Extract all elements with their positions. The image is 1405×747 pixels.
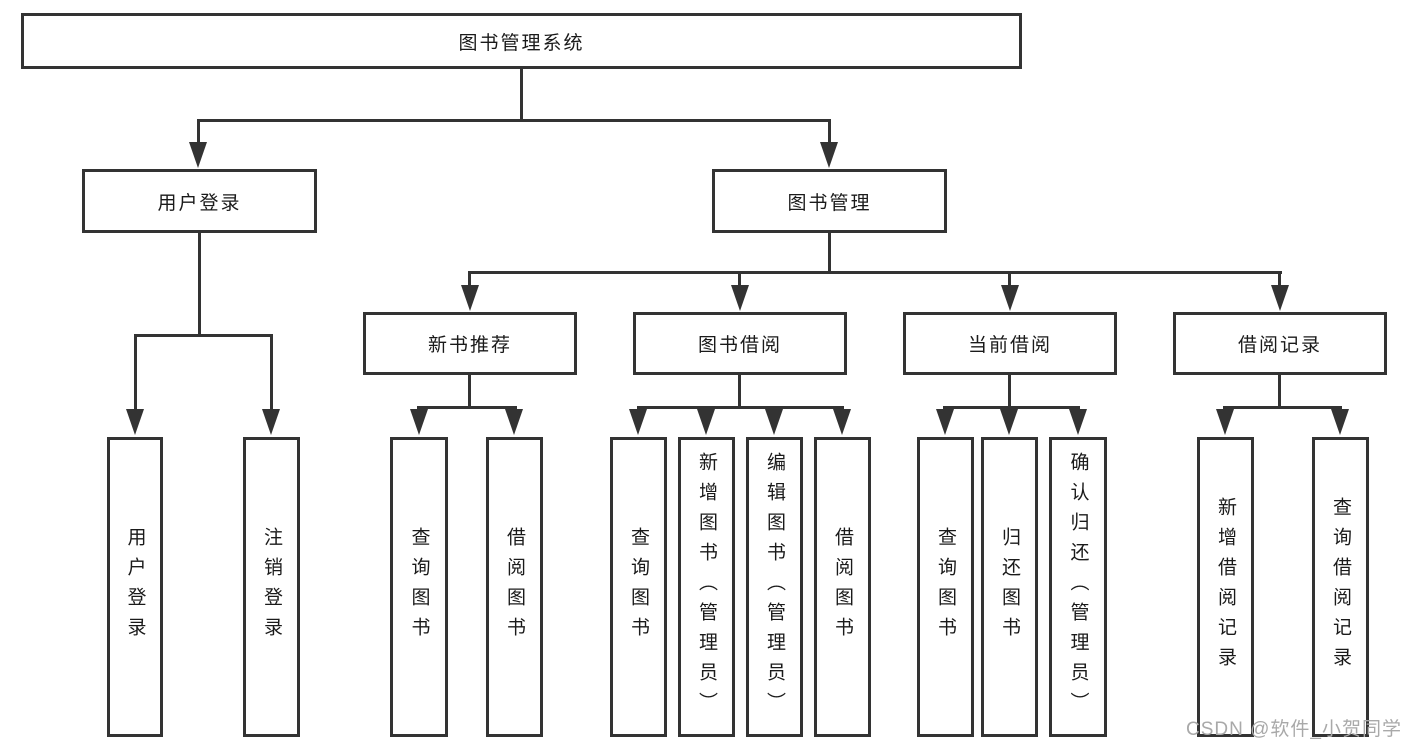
node-root: 图书管理系统	[21, 13, 1022, 69]
leaf-br-query-record-label: 查询借阅记录	[1330, 497, 1351, 677]
node-current-borrow-label: 当前借阅	[967, 335, 1052, 356]
connector-line	[520, 69, 523, 121]
leaf-cb-query-books: 查询图书	[917, 437, 974, 737]
connector-line	[468, 271, 471, 288]
connector-line	[1008, 374, 1011, 408]
connector-line	[1278, 374, 1281, 408]
leaf-rec-borrow-books: 借阅图书	[486, 437, 543, 737]
node-new-book-recommend: 新书推荐	[363, 312, 577, 375]
leaf-br-add-record-label: 新增借阅记录	[1215, 497, 1236, 677]
connector-line	[1008, 271, 1011, 288]
connector-line	[828, 233, 831, 273]
node-book-borrow: 图书借阅	[633, 312, 847, 375]
leaf-rec-query-books: 查询图书	[390, 437, 448, 737]
leaf-bb-borrow-books: 借阅图书	[814, 437, 871, 737]
connector-arrowhead	[731, 285, 749, 311]
connector-line	[197, 119, 200, 145]
connector-arrowhead	[1216, 409, 1234, 435]
node-borrow-records-label: 借阅记录	[1237, 335, 1322, 356]
connector-arrowhead	[1331, 409, 1349, 435]
leaf-logout: 注销登录	[243, 437, 300, 737]
connector-arrowhead	[461, 285, 479, 311]
connector-arrowhead	[1069, 409, 1087, 435]
connector-arrowhead	[820, 142, 838, 168]
leaf-bb-edit-books-admin-label: 编辑图书（管理员）	[764, 452, 785, 722]
connector-line	[134, 334, 273, 337]
connector-arrowhead	[1001, 285, 1019, 311]
connector-arrowhead	[765, 409, 783, 435]
leaf-bb-borrow-books-label: 借阅图书	[832, 527, 853, 647]
leaf-bb-add-books-admin: 新增图书（管理员）	[678, 437, 735, 737]
leaf-rec-borrow-books-label: 借阅图书	[504, 527, 525, 647]
connector-line	[943, 406, 1080, 409]
leaf-cb-return-books: 归还图书	[981, 437, 1038, 737]
connector-arrowhead	[126, 409, 144, 435]
leaf-logout-label: 注销登录	[261, 527, 282, 647]
node-book-management-label: 图书管理	[787, 192, 872, 214]
node-user-login: 用户登录	[82, 169, 317, 233]
connector-line	[637, 406, 844, 409]
leaf-cb-query-books-label: 查询图书	[935, 527, 956, 647]
connector-line	[270, 334, 273, 413]
connector-line	[468, 271, 1282, 274]
connector-line	[417, 406, 517, 409]
connector-line	[1278, 271, 1281, 288]
connector-arrowhead	[1000, 409, 1018, 435]
leaf-user-login-label: 用户登录	[124, 527, 146, 647]
connector-line	[468, 374, 471, 408]
connector-line	[738, 374, 741, 408]
connector-line	[134, 334, 137, 413]
node-current-borrow: 当前借阅	[903, 312, 1117, 375]
leaf-br-query-record: 查询借阅记录	[1312, 437, 1369, 737]
connector-arrowhead	[410, 409, 428, 435]
connector-line	[1223, 406, 1342, 409]
connector-arrowhead	[629, 409, 647, 435]
connector-arrowhead	[505, 409, 523, 435]
leaf-cb-return-books-label: 归还图书	[999, 527, 1020, 647]
connector-line	[738, 271, 741, 288]
node-book-borrow-label: 图书借阅	[697, 335, 782, 356]
connector-arrowhead	[697, 409, 715, 435]
node-book-management: 图书管理	[712, 169, 947, 233]
connector-arrowhead	[1271, 285, 1289, 311]
node-borrow-records: 借阅记录	[1173, 312, 1387, 375]
leaf-cb-confirm-return-admin: 确认归还（管理员）	[1049, 437, 1107, 737]
connector-line	[198, 233, 201, 336]
connector-arrowhead	[189, 142, 207, 168]
leaf-bb-query-books-label: 查询图书	[628, 527, 649, 647]
connector-arrowhead	[936, 409, 954, 435]
node-new-book-recommend-label: 新书推荐	[427, 335, 512, 356]
connector-arrowhead	[262, 409, 280, 435]
leaf-bb-query-books: 查询图书	[610, 437, 667, 737]
leaf-rec-query-books-label: 查询图书	[408, 527, 430, 647]
node-user-login-label: 用户登录	[157, 192, 242, 214]
leaf-cb-confirm-return-admin-label: 确认归还（管理员）	[1067, 452, 1089, 722]
leaf-bb-edit-books-admin: 编辑图书（管理员）	[746, 437, 803, 737]
connector-arrowhead	[833, 409, 851, 435]
csdn-watermark: CSDN @软件_小贺同学	[1186, 719, 1402, 740]
leaf-br-add-record: 新增借阅记录	[1197, 437, 1254, 737]
leaf-bb-add-books-admin-label: 新增图书（管理员）	[696, 452, 717, 722]
node-root-label: 图书管理系统	[458, 32, 585, 54]
connector-line	[828, 119, 831, 145]
leaf-user-login: 用户登录	[107, 437, 163, 737]
connector-line	[197, 119, 831, 122]
